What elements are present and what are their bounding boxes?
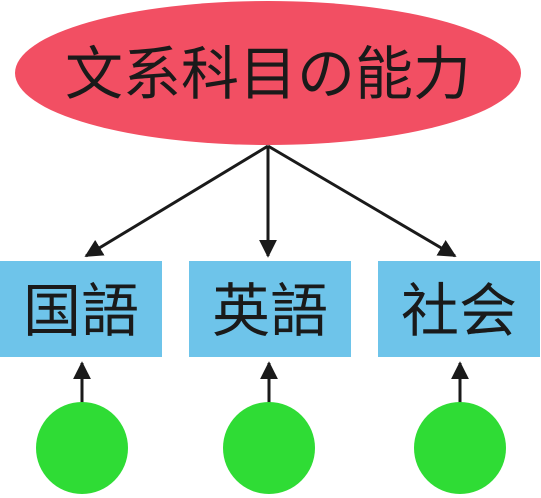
subject-box-shakai — [378, 261, 540, 357]
subject-label-kokugo: 国語 — [23, 277, 139, 345]
root-node — [15, 1, 521, 145]
root-label: 文系科目の能力 — [65, 40, 471, 108]
subject-box-eigo — [189, 261, 351, 357]
input-circle-kokugo — [36, 402, 128, 494]
input-circle-shakai — [414, 402, 506, 494]
subject-box-kokugo — [0, 261, 162, 357]
input-circle-eigo — [223, 402, 315, 494]
subject-label-shakai: 社会 — [401, 277, 517, 345]
arrow-root-to-kokugo — [84, 144, 269, 258]
arrow-root-to-shakai — [267, 144, 457, 258]
subject-label-eigo: 英語 — [212, 277, 328, 345]
